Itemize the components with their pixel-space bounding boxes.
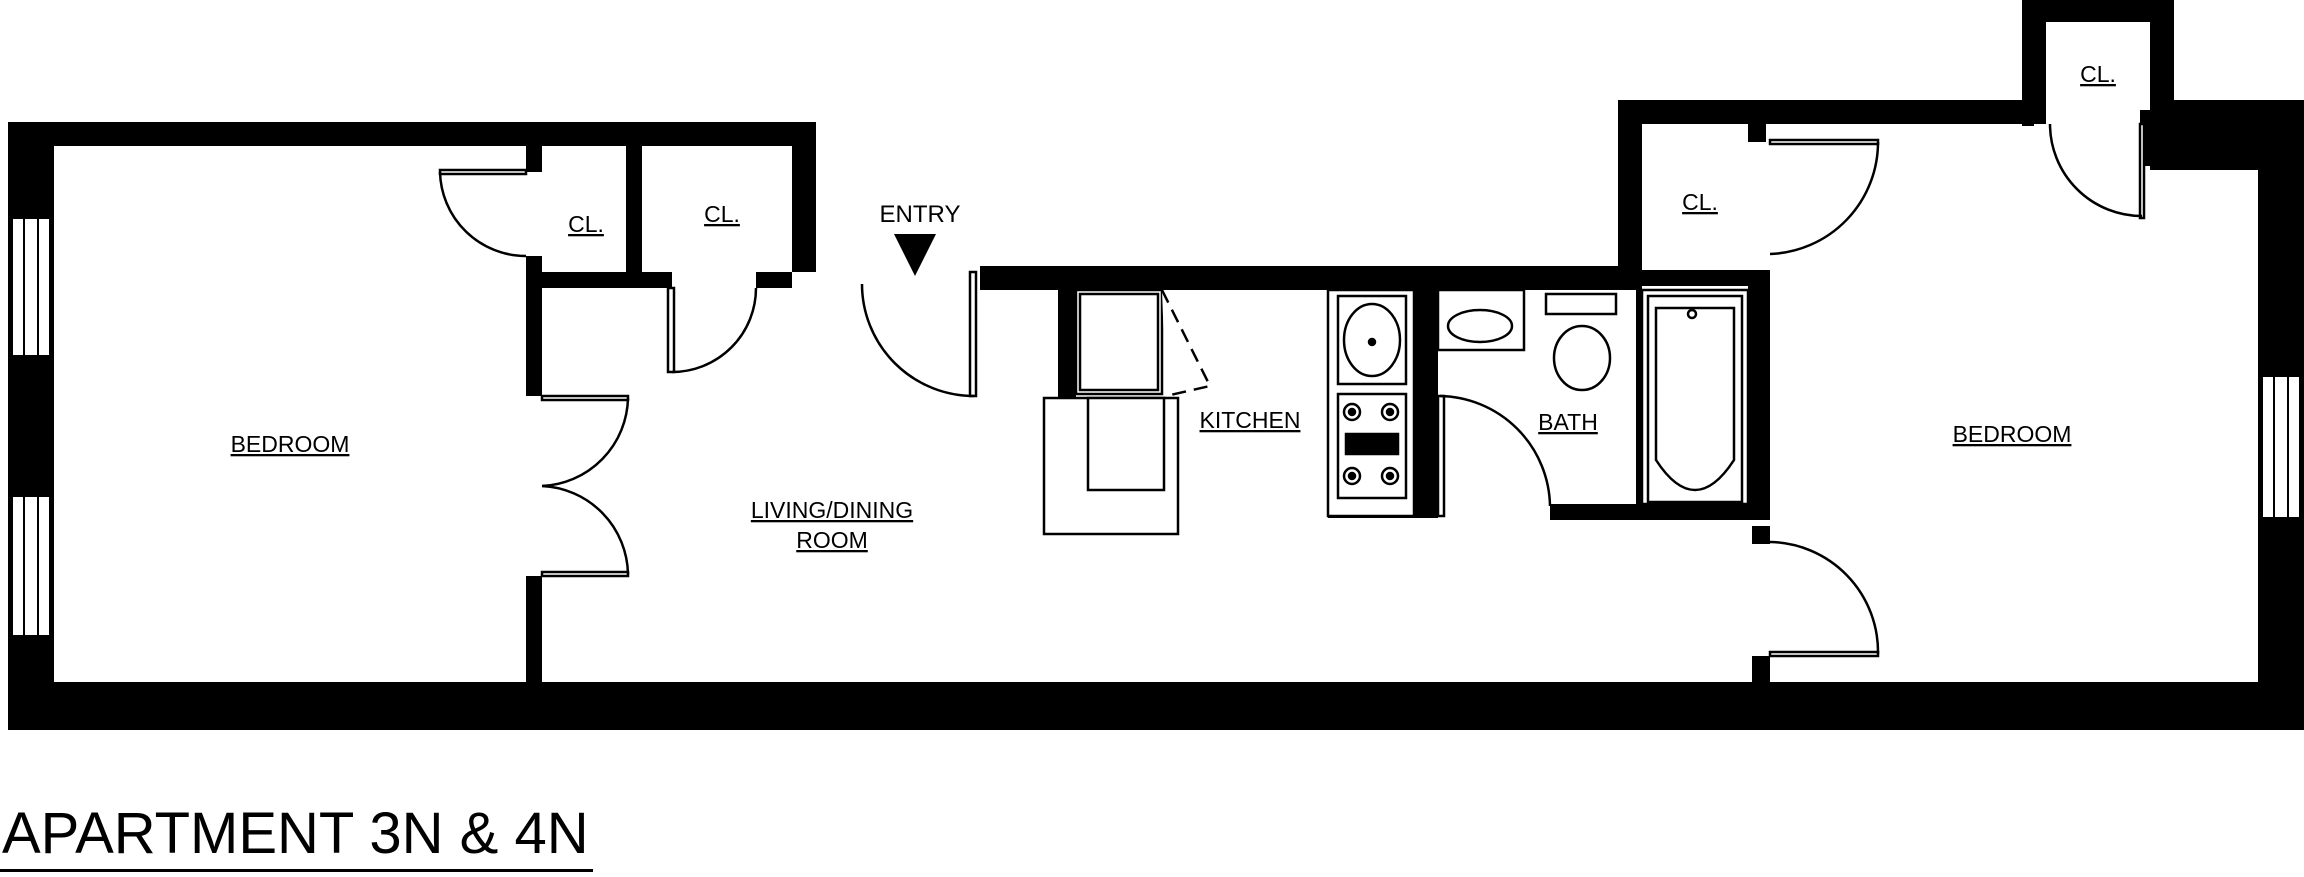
room-labels: BEDROOM CL. CL. ENTRY LIVING/DINING ROOM… (231, 61, 2116, 553)
kitchen-label: KITCHEN (1200, 407, 1301, 433)
closet-3-label: CL. (1682, 189, 1718, 215)
entry-label: ENTRY (880, 201, 961, 228)
bedroom-right-label: BEDROOM (1953, 421, 2072, 447)
entry-arrow-icon (894, 234, 936, 276)
kitchen-fixtures (1042, 288, 1416, 536)
bath-label: BATH (1538, 409, 1598, 435)
closet-1-label: CL. (568, 211, 604, 237)
living-dining-label: LIVING/DINING (751, 497, 913, 523)
bath-fixtures (1436, 288, 1750, 506)
living-dining-label-line2: ROOM (796, 527, 868, 553)
closet-2-label: CL. (704, 201, 740, 227)
interior-walls (526, 110, 2154, 686)
plan-title: APARTMENT 3N & 4N (0, 805, 593, 872)
bedroom-left-label: BEDROOM (231, 431, 350, 457)
windows (11, 217, 2301, 637)
exterior-walls (8, 0, 2304, 730)
closet-4-label: CL. (2080, 61, 2116, 87)
doors (438, 122, 2146, 658)
